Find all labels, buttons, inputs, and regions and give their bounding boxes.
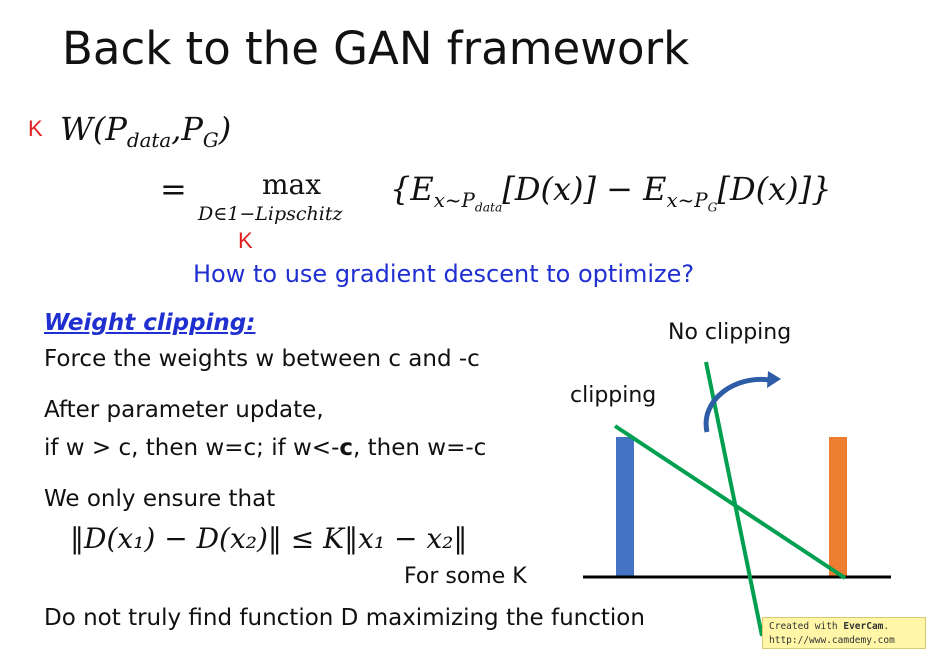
rotation-arrow-icon (703, 376, 771, 433)
text-line: After parameter update, (44, 397, 324, 423)
slide-title: Back to the GAN framework (62, 22, 690, 75)
clipping-label: clipping (570, 383, 657, 408)
max-operator: max (262, 168, 322, 201)
text-line: We only ensure that (44, 486, 276, 512)
expectation-difference: {Ex~Pdata[D(x)] − Ex~PG[D(x)]} (390, 170, 832, 215)
orange-bar (829, 437, 847, 578)
blue-bar (616, 437, 634, 578)
max-subscript: D∈1−Lipschitz (198, 203, 343, 225)
question-text: How to use gradient descent to optimize? (193, 260, 695, 288)
lipschitz-inequality: ‖D(x₁) − D(x₂)‖ ≤ K‖x₁ − x₂‖ (70, 522, 468, 555)
section-heading: Weight clipping: (44, 310, 256, 336)
text-line: if w > c, then w=c; if w<-c, then w=-c (44, 435, 487, 461)
text-line: Force the weights w between c and -c (44, 346, 480, 372)
wasserstein-lhs: W(Pdata,PG) (60, 110, 232, 152)
k-annotation: K (28, 116, 43, 141)
conclusion-text: Do not truly find function D maximizing … (44, 605, 645, 631)
for-some-k-label: For some K (404, 564, 527, 589)
arrowhead-icon (767, 371, 781, 388)
evercam-watermark: Created with EverCam.http://www.camdemy.… (762, 617, 926, 649)
k-annotation-under: K (238, 228, 253, 253)
clipped-function-line (613, 424, 847, 580)
unclipped-function-line (704, 361, 764, 637)
equals-sign: = (160, 170, 187, 208)
no-clipping-label: No clipping (668, 320, 792, 345)
